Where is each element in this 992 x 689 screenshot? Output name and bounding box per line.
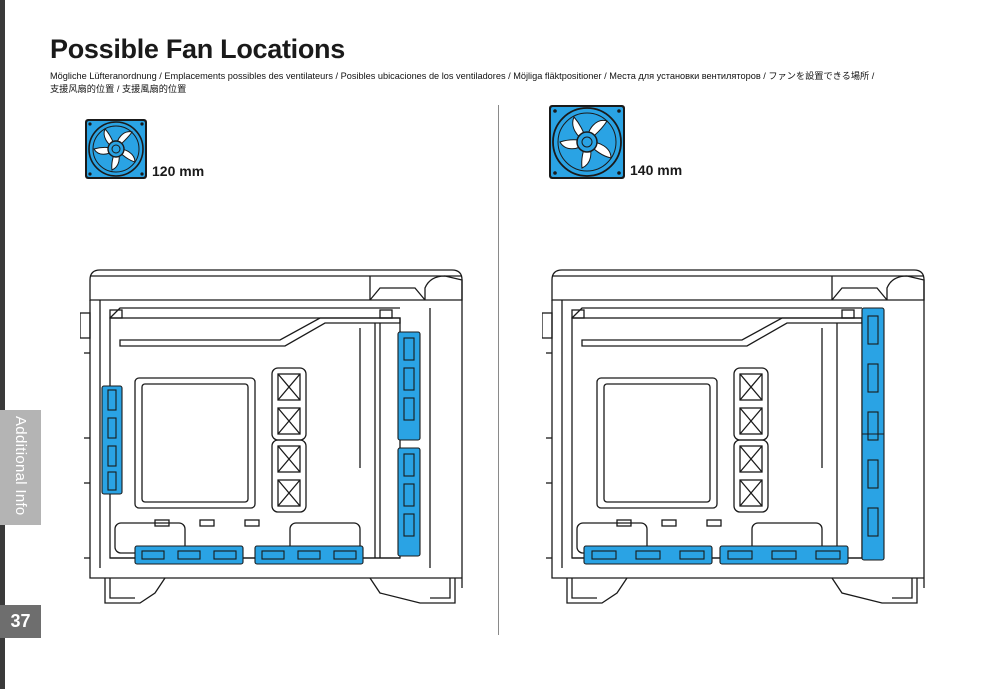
fan-140mm-icon [549, 105, 625, 179]
page-number: 37 [0, 605, 41, 638]
subtitle-line-1: Mögliche Lüfteranordnung / Emplacements … [50, 71, 875, 81]
section-tab: Additional Info [0, 410, 41, 525]
subtitle-line-2: 支援风扇的位置 / 支援風扇的位置 [50, 84, 187, 94]
column-divider [498, 105, 499, 635]
page-subtitle: Mögliche Lüfteranordnung / Emplacements … [50, 70, 950, 96]
page-edge-strip [0, 0, 5, 689]
case-diagram-120mm [80, 269, 463, 604]
fan-140mm-label: 140 mm [630, 162, 683, 178]
fan-120mm-icon [85, 119, 147, 179]
case-diagram-140mm [542, 269, 925, 604]
fan-120mm-label: 120 mm [152, 163, 205, 179]
page-title: Possible Fan Locations [50, 34, 345, 64]
section-tab-label: Additional Info [12, 416, 29, 516]
